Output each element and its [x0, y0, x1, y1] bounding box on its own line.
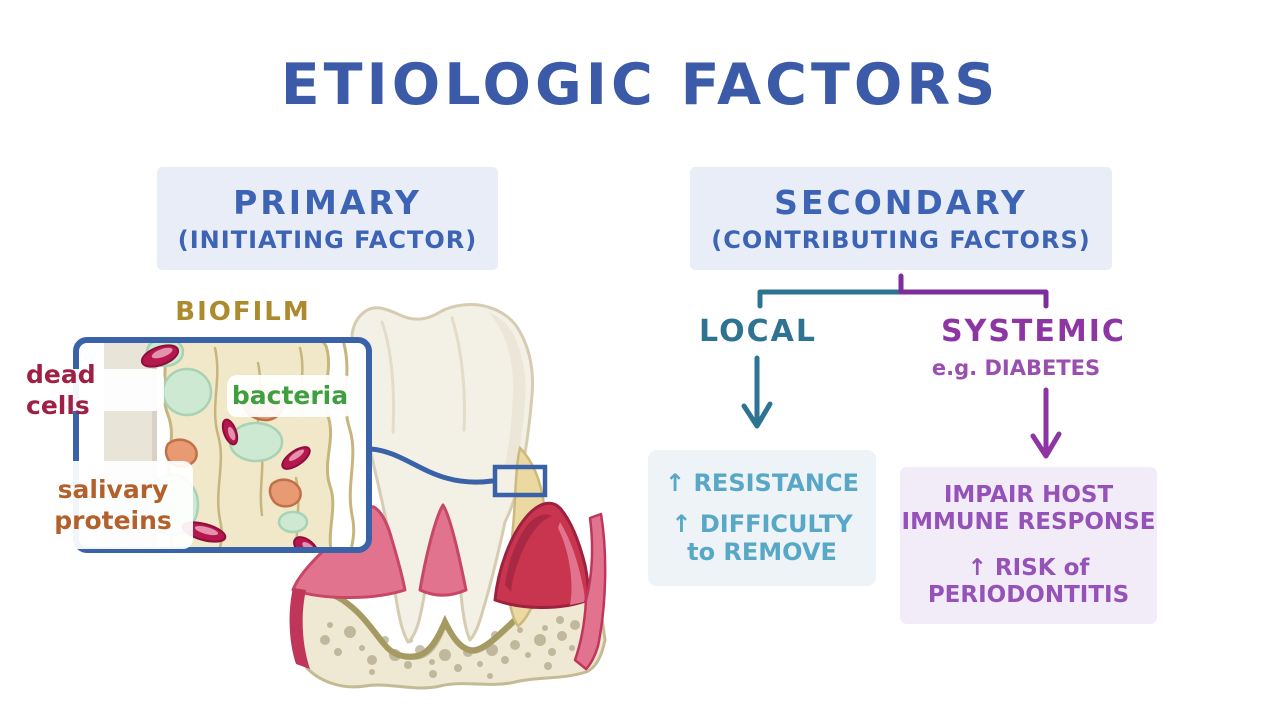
local-effect-difficulty-line2: to REMOVE: [687, 538, 837, 566]
gum-left-edge: [289, 588, 310, 669]
local-branch-label: LOCAL: [699, 314, 817, 349]
salivary-text-line1: salivary: [57, 474, 169, 504]
local-effect-difficulty-line1: ↑ DIFFICULTY: [671, 510, 853, 539]
branch-connector: [757, 273, 1049, 309]
systemic-effect-immune-line1: IMPAIR HOST: [943, 482, 1114, 509]
systemic-effect-immune: IMPAIR HOST IMMUNE RESPONSE: [900, 482, 1157, 536]
bacteria-text: bacteria: [231, 381, 349, 411]
secondary-heading: SECONDARY: [774, 183, 1028, 222]
systemic-effect-periodontitis-line1: ↑ RISK of: [967, 554, 1090, 581]
dead-cells-text: dead cells: [26, 359, 96, 420]
systemic-effect-periodontitis-line2: PERIODONTITIS: [927, 581, 1130, 608]
tooth-surface-edge: [152, 343, 157, 547]
systemic-branch-label: SYSTEMIC: [941, 314, 1126, 349]
primary-header-box: PRIMARY (INITIATING FACTOR): [157, 167, 498, 270]
systemic-effect-periodontitis: ↑ RISK of PERIODONTITIS: [900, 555, 1157, 609]
salivary-proteins-label: salivary proteins: [33, 461, 193, 549]
biofilm-label: BIOFILM: [175, 297, 311, 327]
gum-right-shadow: [505, 514, 552, 592]
primary-subheading: (INITIATING FACTOR): [177, 226, 478, 254]
salivary-text-line2: proteins: [54, 506, 172, 535]
tooth-shading: [488, 312, 526, 468]
local-effect-resistance: ↑ RESISTANCE: [664, 469, 859, 498]
callout-target-rect: [492, 464, 548, 498]
tooth-illustration: [289, 303, 607, 690]
gum-right-highlight: [558, 522, 585, 605]
callout-line: [368, 446, 495, 485]
tooth-contour: [380, 316, 466, 434]
gum-right-inflamed: [493, 501, 590, 609]
bacteria-shapes: [140, 344, 319, 547]
secondary-subheading: (CONTRIBUTING FACTORS): [711, 226, 1091, 254]
local-arrow-icon: [741, 355, 773, 429]
systemic-arrow-icon: [1030, 387, 1062, 459]
systemic-example: e.g. DIABETES: [931, 356, 1101, 380]
secondary-header-box: SECONDARY (CONTRIBUTING FACTORS): [690, 167, 1112, 270]
page-title: ETIOLOGIC FACTORS: [280, 52, 1000, 118]
primary-heading: PRIMARY: [233, 183, 422, 222]
gum-right-edge: [573, 512, 607, 671]
bacteria-label: bacteria: [227, 375, 353, 417]
dead-cells-label: dead cells: [26, 360, 164, 420]
systemic-effect-immune-line2: IMMUNE RESPONSE: [901, 509, 1156, 536]
local-effects-box: ↑ RESISTANCE ↑ DIFFICULTY to REMOVE: [648, 450, 876, 586]
local-effect-difficulty: ↑ DIFFICULTY to REMOVE: [648, 511, 876, 566]
gum-middle: [418, 503, 468, 597]
systemic-effects-box: IMPAIR HOST IMMUNE RESPONSE ↑ RISK of PE…: [900, 467, 1157, 624]
